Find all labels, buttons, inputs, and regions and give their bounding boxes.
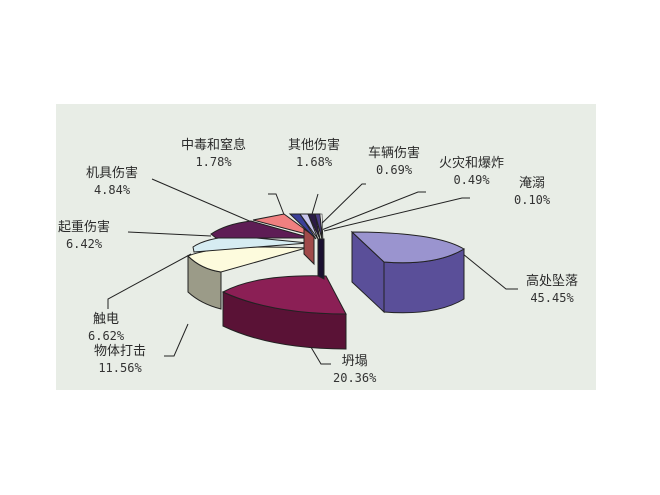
label-name: 坍塌 xyxy=(341,354,368,369)
slice-small xyxy=(288,213,325,280)
label-tanta: 坍塌 20.36% xyxy=(333,354,376,386)
label-name: 火灾和爆炸 xyxy=(439,156,505,171)
label-wutidaji: 物体打击 11.56% xyxy=(94,344,146,376)
slice-qizhong xyxy=(210,220,312,239)
label-pct: 6.62% xyxy=(88,329,125,343)
label-pct: 4.84% xyxy=(93,183,131,197)
label-name: 物体打击 xyxy=(94,344,147,359)
label-name: 高处坠落 xyxy=(526,274,579,289)
label-chudian: 触电 6.62% xyxy=(88,312,124,344)
label-jiju: 机具伤害 4.84% xyxy=(86,166,138,198)
label-pct: 0.10% xyxy=(514,193,551,207)
label-pct: 0.69% xyxy=(375,163,413,177)
label-qizhong: 起重伤害 6.42% xyxy=(58,220,110,252)
label-name: 机具伤害 xyxy=(86,166,139,181)
label-name: 车辆伤害 xyxy=(368,146,421,161)
label-name: 其他伤害 xyxy=(288,138,341,153)
label-pct: 11.56% xyxy=(98,361,142,375)
label-name: 触电 xyxy=(93,312,120,327)
label-qita: 其他伤害 1.68% xyxy=(288,138,340,170)
label-pct: 1.78% xyxy=(195,155,232,169)
label-pct: 1.68% xyxy=(295,155,333,169)
label-cheliang: 车辆伤害 0.69% xyxy=(368,146,420,178)
label-pct: 0.49% xyxy=(453,173,490,187)
label-yanni: 淹溺 0.10% xyxy=(514,176,550,208)
label-name: 淹溺 xyxy=(519,176,546,191)
slice-gaochuzhuiluo xyxy=(350,230,465,314)
label-pct: 20.36% xyxy=(333,371,377,385)
label-pct: 6.42% xyxy=(65,237,103,251)
label-huozai: 火灾和爆炸 0.49% xyxy=(439,156,504,188)
slice-wutidaji xyxy=(187,246,307,310)
label-gaochuzhuiluo: 高处坠落 45.45% xyxy=(526,274,578,306)
pie-chart xyxy=(107,178,518,365)
label-pct: 45.45% xyxy=(530,291,574,305)
slice-tanta xyxy=(221,275,347,350)
label-zhongdu: 中毒和窒息 1.78% xyxy=(181,138,246,170)
chart-panel: 高处坠落 45.45% 坍塌 20.36% 物体打击 11.56% 触电 6.6… xyxy=(56,104,596,390)
label-name: 起重伤害 xyxy=(58,220,111,235)
label-name: 中毒和窒息 xyxy=(181,138,247,153)
